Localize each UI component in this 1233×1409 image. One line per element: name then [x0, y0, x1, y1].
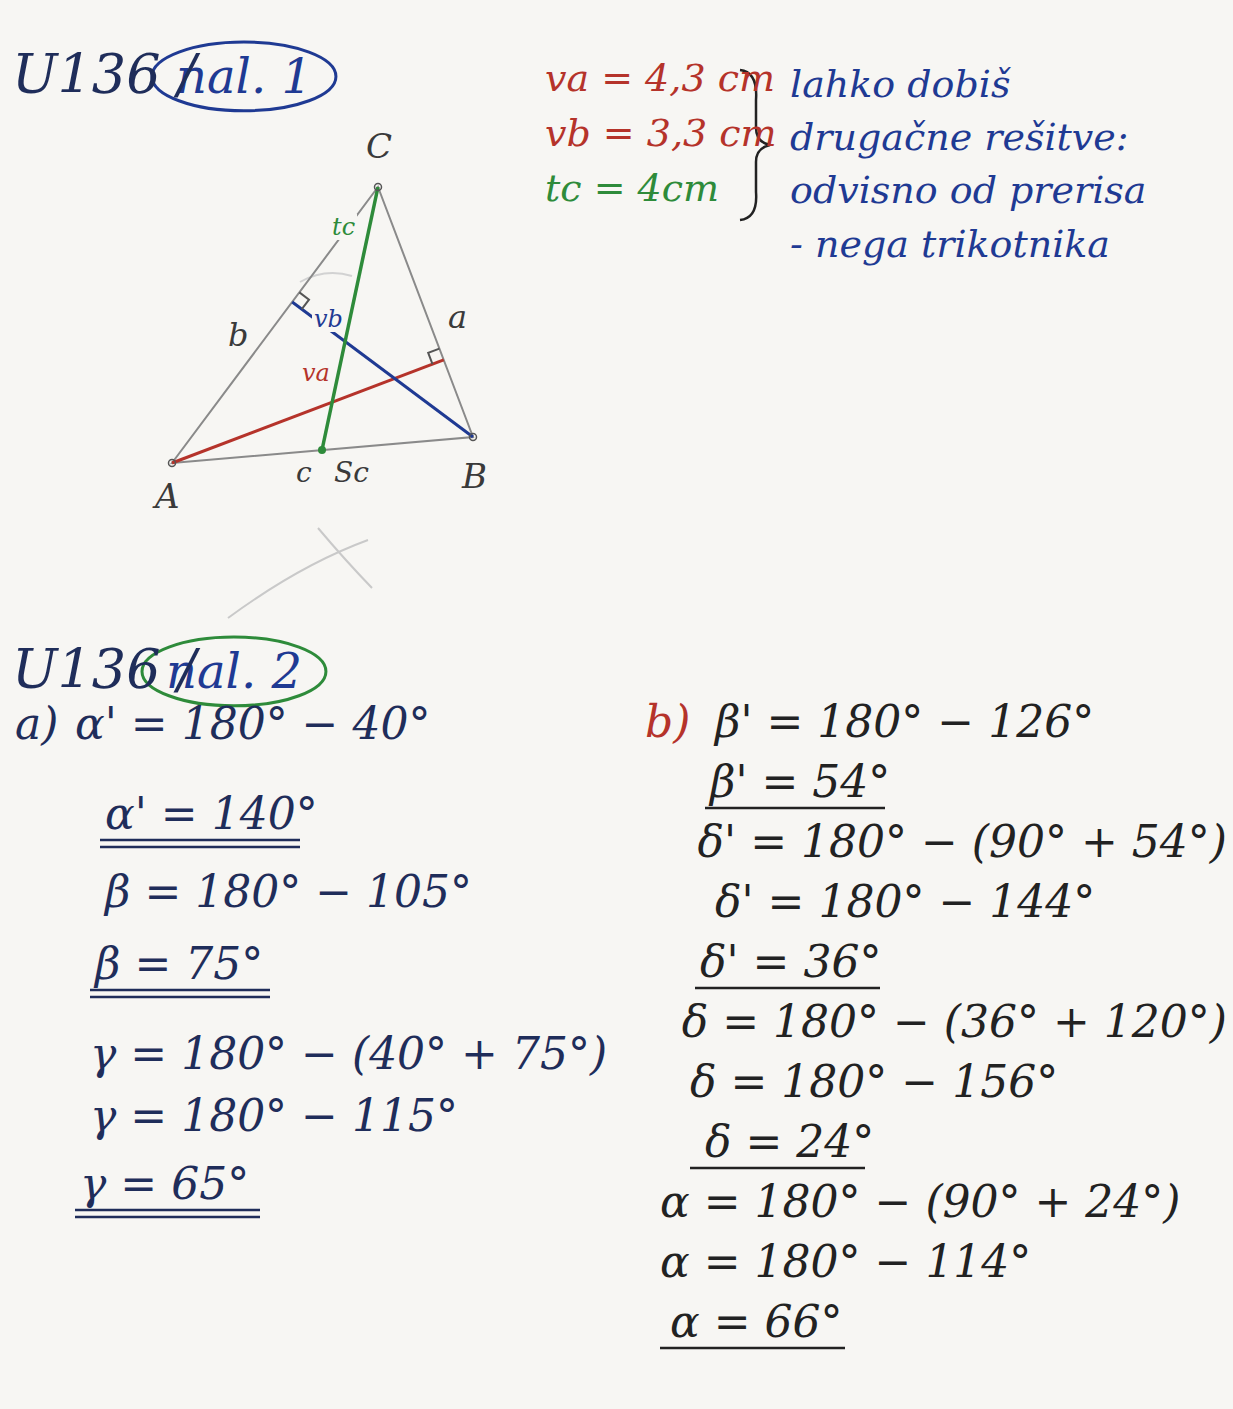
calculation: β = 180° − 105°	[105, 868, 472, 916]
task-label: nal. 1	[176, 50, 312, 103]
exercise-number: U136 /	[12, 45, 196, 104]
vertex-dot	[169, 460, 176, 467]
measurement: tc = 4cm	[545, 168, 719, 210]
calculation: δ = 180° − 156°	[690, 1058, 1058, 1106]
part-letter: b)	[645, 698, 690, 746]
midpoint-dot	[318, 446, 326, 454]
result: β' = 54°	[710, 758, 890, 806]
triangle	[172, 187, 473, 463]
segment-label: va	[300, 360, 332, 386]
part-letter: a)	[15, 700, 58, 748]
result: γ = 65°	[80, 1160, 249, 1208]
compass-arc	[318, 528, 372, 588]
right-angle-mark	[299, 292, 309, 309]
calculation: α' = 180° − 40°	[75, 700, 430, 748]
calculation: α = 180° − (90° + 24°)	[660, 1178, 1181, 1226]
vertex-label: B	[462, 458, 487, 495]
point-label: Sc	[334, 458, 369, 489]
calculation: δ = 180° − (36° + 120°)	[682, 998, 1227, 1046]
altitude-line	[172, 360, 444, 463]
vertex-dot	[375, 184, 382, 191]
calculation: γ = 180° − (40° + 75°)	[90, 1030, 607, 1078]
calculation: α = 180° − 114°	[660, 1238, 1031, 1286]
side-label: b	[228, 318, 248, 353]
calculation: δ' = 180° − 144°	[715, 878, 1095, 926]
segment-label: tc	[330, 214, 357, 240]
altitude-line	[292, 302, 473, 437]
measurement: va = 4,3 cm	[545, 58, 775, 100]
compass-arc	[228, 540, 368, 618]
result: β = 75°	[95, 940, 263, 988]
result: α' = 140°	[105, 790, 318, 838]
exercise-number: U136 /	[12, 640, 196, 699]
segment-label: vb	[312, 306, 345, 332]
vertex-dot	[470, 434, 477, 441]
side-label: c	[296, 458, 312, 489]
result: α = 66°	[670, 1298, 843, 1346]
result: δ' = 36°	[700, 938, 881, 986]
measurement: vb = 3,3 cm	[545, 113, 777, 155]
vertex-label: C	[366, 128, 392, 165]
calculation: γ = 180° − 115°	[90, 1092, 458, 1140]
calculation: β' = 180° − 126°	[715, 698, 1094, 746]
side-label: a	[448, 300, 467, 335]
vertex-label: A	[155, 478, 180, 515]
result: δ = 24°	[705, 1118, 874, 1166]
calculation: δ' = 180° − (90° + 54°)	[698, 818, 1227, 866]
right-angle-mark	[428, 349, 439, 365]
note: lahko dobiš drugačne rešitve: odvisno od…	[790, 58, 1170, 271]
